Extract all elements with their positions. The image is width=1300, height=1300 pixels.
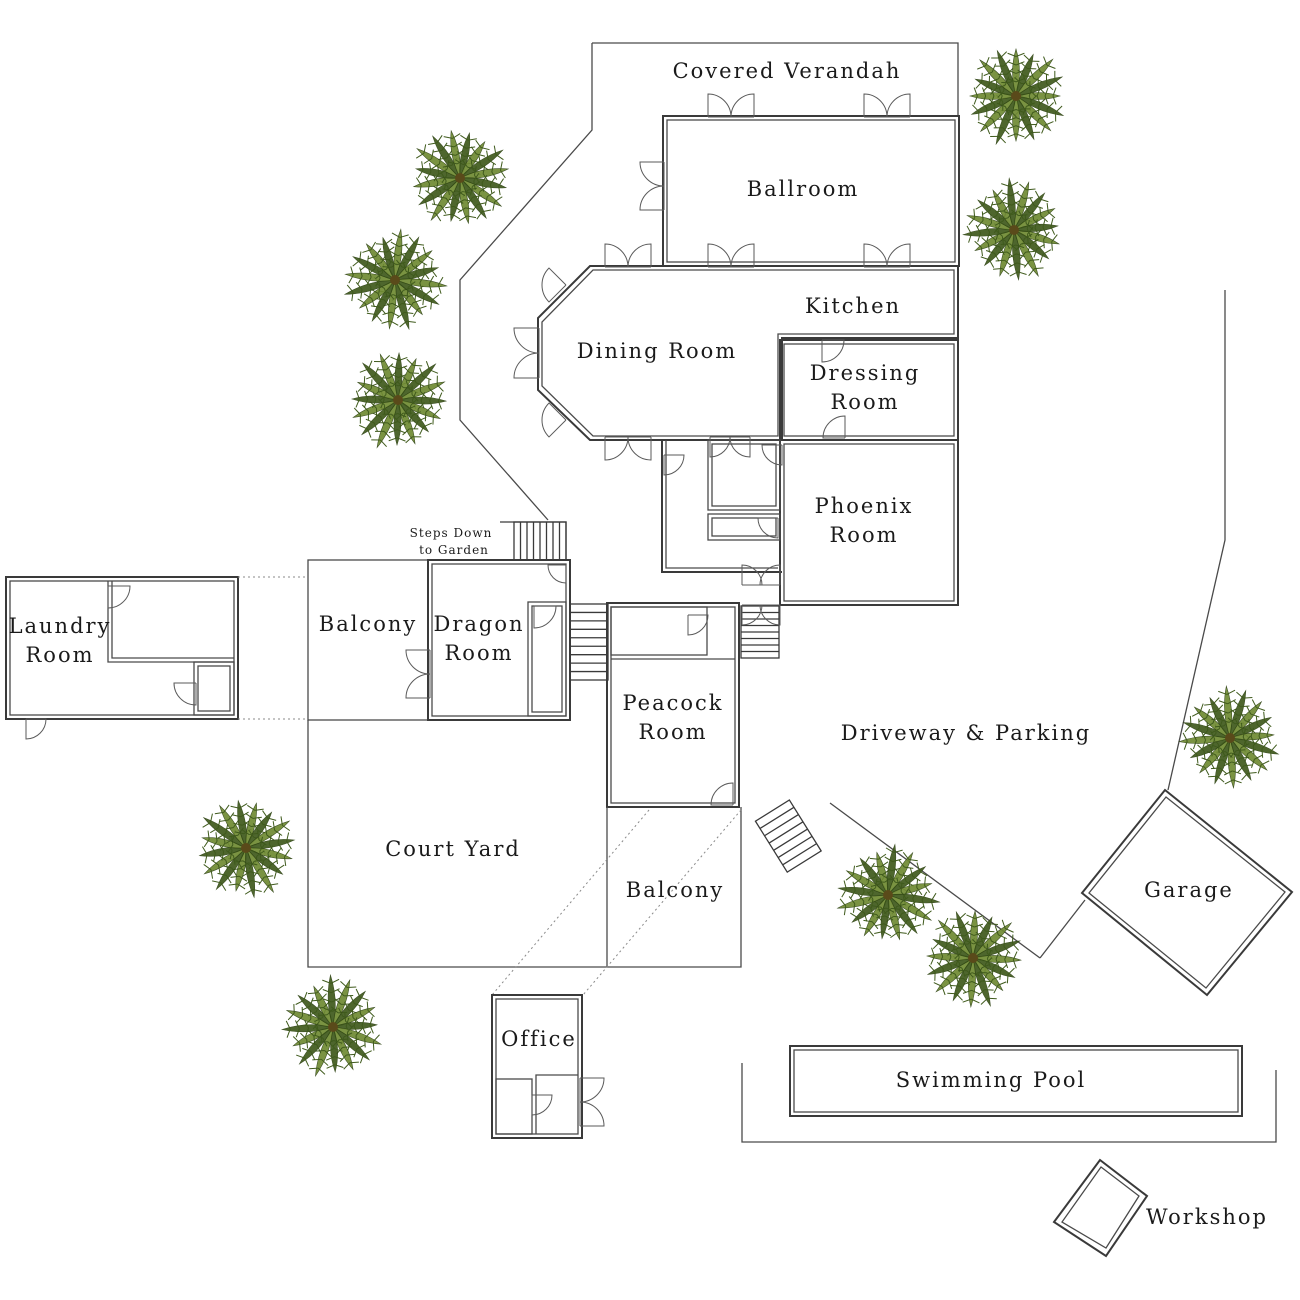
label-office: Office	[501, 1027, 577, 1051]
palm-tree-icon	[412, 129, 510, 225]
laundry-walls	[5, 576, 308, 720]
palm-tree-icon	[836, 843, 941, 941]
label-dining-room: Dining Room	[577, 339, 737, 363]
label-steps-down-1: Steps Down	[410, 526, 493, 540]
label-peacock-room-2: Room	[638, 720, 707, 744]
stairs-icon	[754, 799, 823, 873]
palm-tree-icon	[343, 228, 448, 331]
courtyard-outline	[307, 720, 742, 996]
label-balcony-lower: Balcony	[626, 878, 724, 902]
stairs-icon	[569, 603, 609, 681]
garage-walls	[1080, 788, 1294, 997]
label-workshop: Workshop	[1146, 1205, 1268, 1229]
label-laundry-room-2: Room	[25, 643, 94, 667]
label-dragon-room-2: Room	[444, 641, 513, 665]
palm-tree-icon	[962, 177, 1060, 281]
label-dragon-room-1: Dragon	[433, 612, 524, 636]
label-steps-down-2: to Garden	[419, 543, 489, 557]
palm-tree-icon	[350, 351, 448, 449]
palm-tree-icon	[280, 973, 383, 1078]
label-court-yard: Court Yard	[385, 837, 521, 861]
label-covered-verandah: Covered Verandah	[673, 59, 902, 83]
palm-tree-icon	[198, 799, 296, 899]
label-garage: Garage	[1144, 878, 1234, 902]
stairs-icon	[500, 521, 567, 561]
label-peacock-room-1: Peacock	[622, 691, 723, 715]
label-kitchen: Kitchen	[805, 294, 901, 318]
label-phoenix-room-1: Phoenix	[815, 494, 914, 518]
label-ballroom: Ballroom	[747, 177, 860, 201]
office-walls	[491, 994, 583, 1139]
corridor-walls	[661, 439, 782, 573]
label-swimming-pool: Swimming Pool	[896, 1068, 1087, 1092]
door-swing-icon	[25, 93, 911, 1127]
label-balcony-upper: Balcony	[319, 612, 417, 636]
dragon-block-walls	[307, 559, 571, 721]
palm-trees	[198, 47, 1280, 1078]
house-outline	[459, 42, 959, 521]
label-dressing-room-2: Room	[830, 390, 899, 414]
label-phoenix-room-2: Room	[829, 523, 898, 547]
label-laundry-room-1: Laundry	[9, 614, 112, 638]
workshop-walls	[1052, 1158, 1149, 1258]
pool-walls	[741, 1045, 1277, 1143]
stairs-icon	[740, 605, 780, 659]
palm-tree-icon	[968, 47, 1065, 146]
label-dressing-room-1: Dressing	[810, 361, 921, 385]
palm-tree-icon	[1177, 684, 1280, 789]
palm-tree-icon	[926, 909, 1023, 1009]
label-driveway: Driveway & Parking	[841, 721, 1091, 745]
peacock-walls	[606, 602, 740, 808]
